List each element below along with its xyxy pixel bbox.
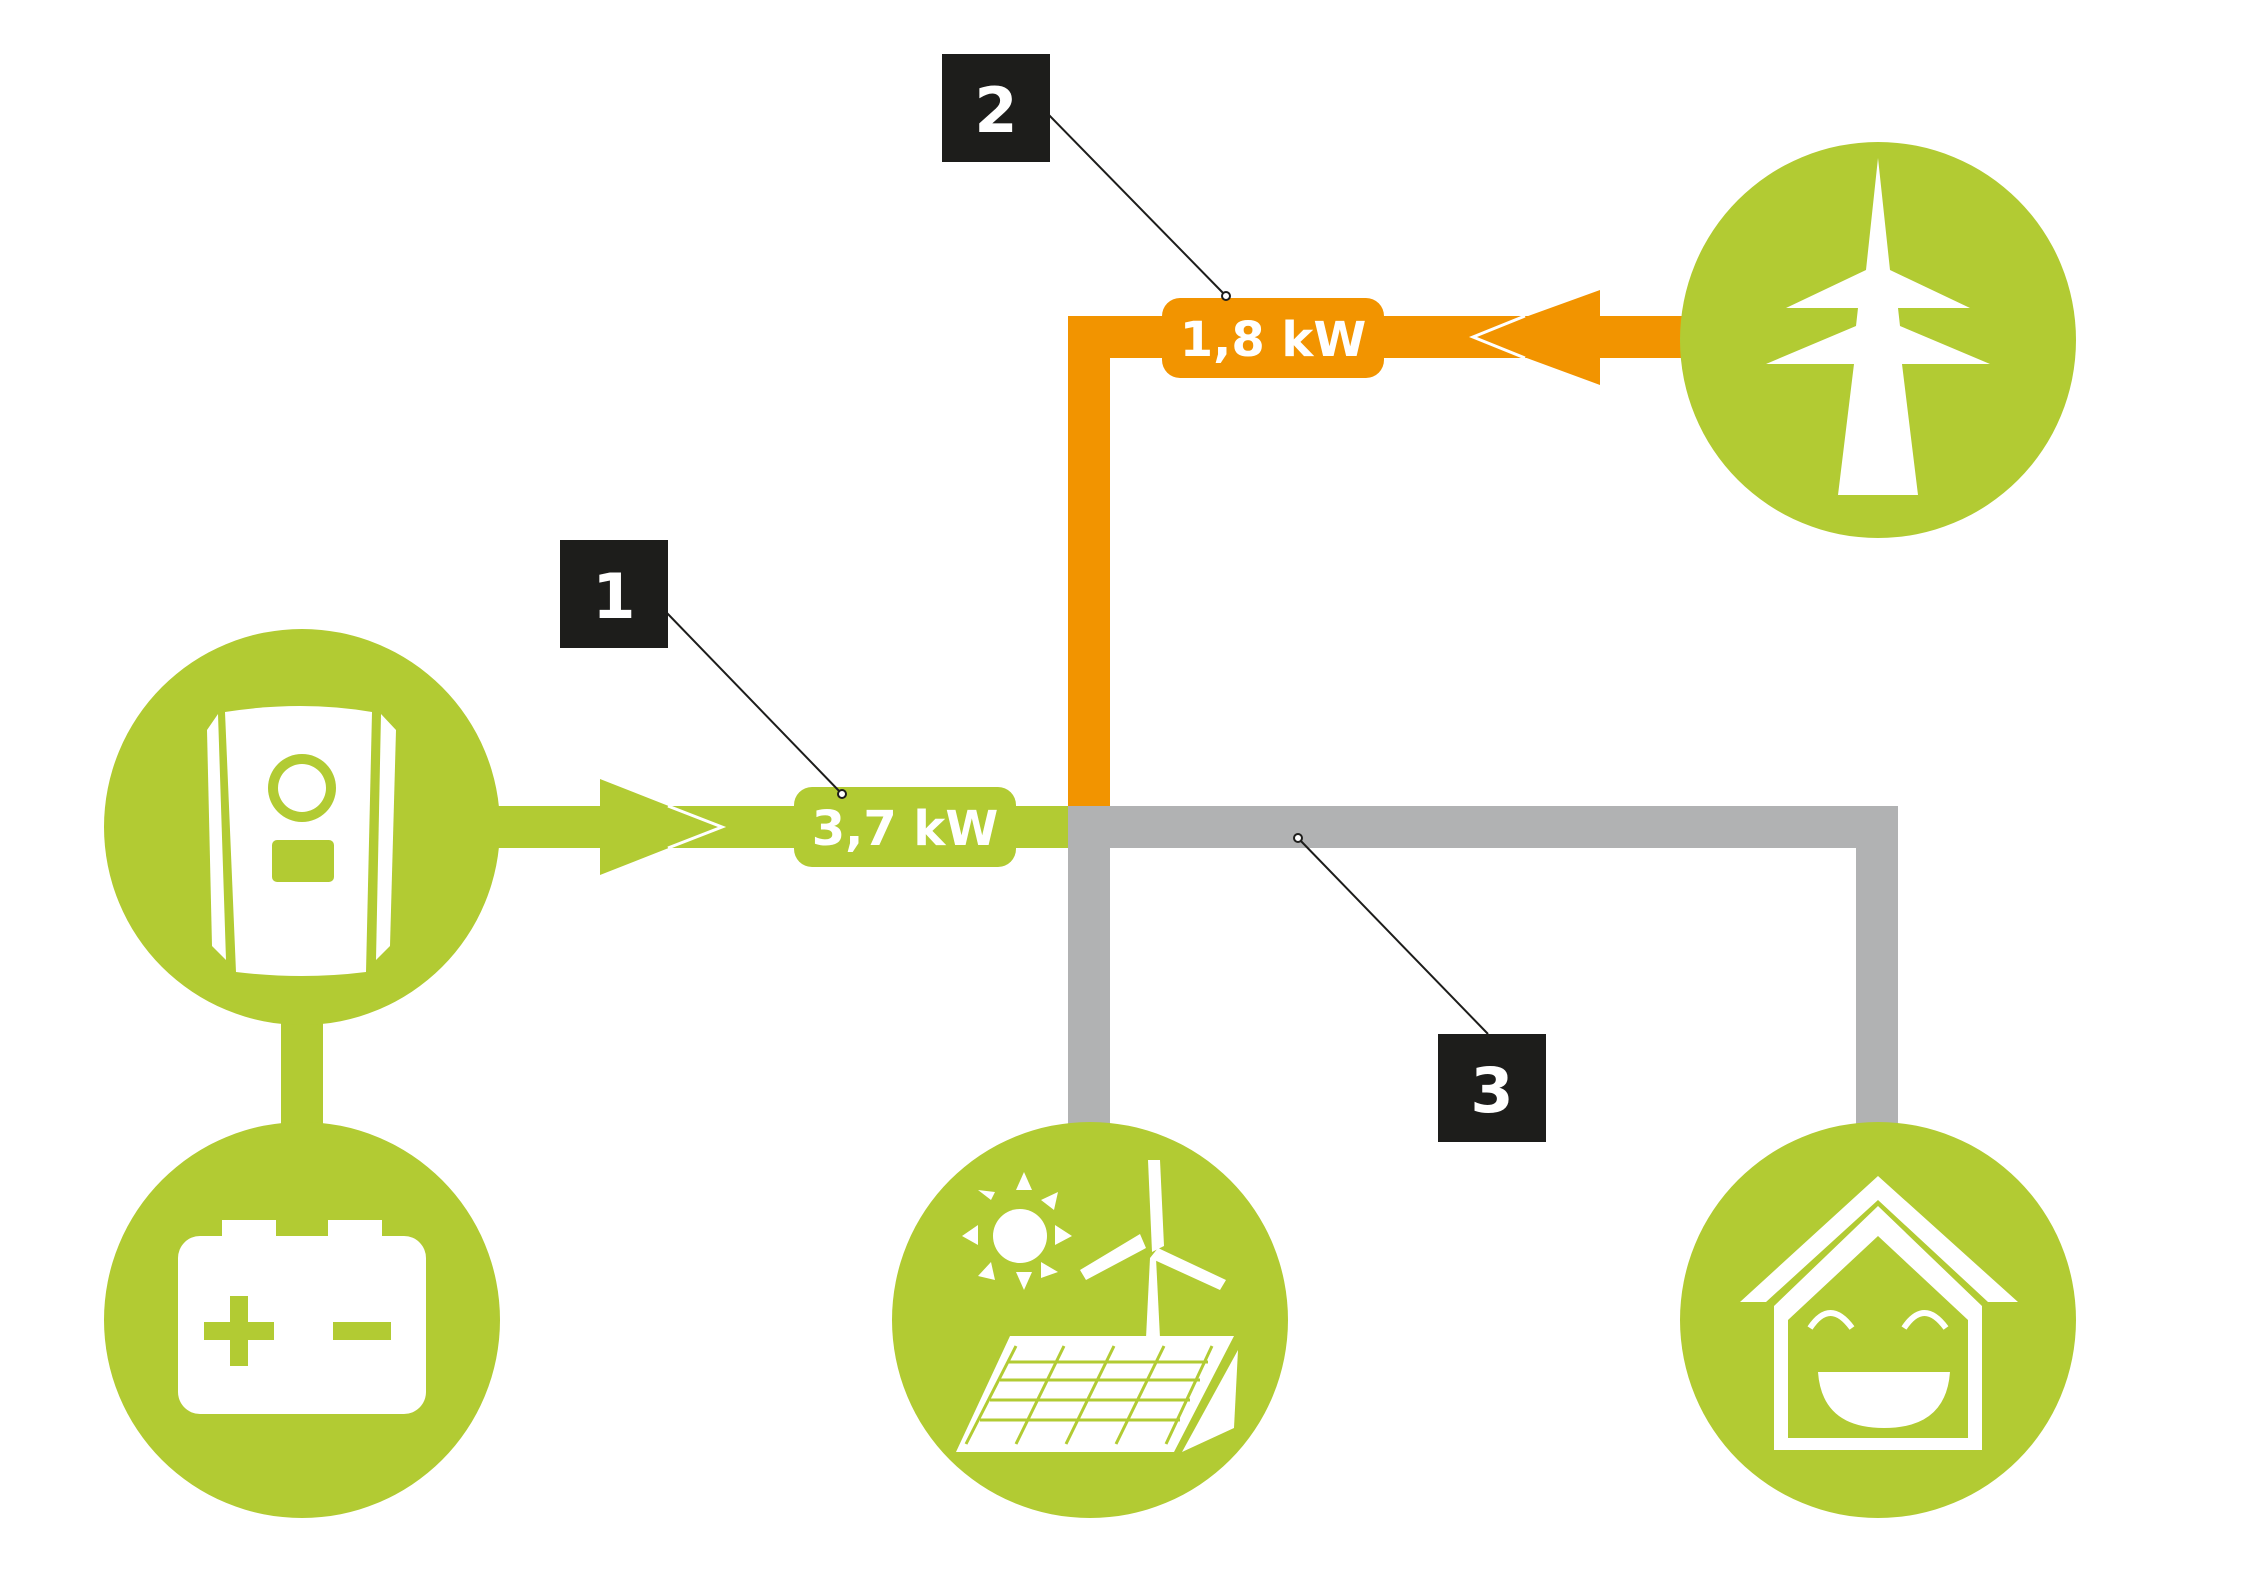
consumption-line-horizontal	[1068, 806, 1898, 848]
consumption-line-to-renewables	[1068, 806, 1110, 1136]
marker-2	[942, 54, 1050, 162]
grid-line-vertical	[1068, 316, 1110, 806]
inverter-icon	[207, 706, 396, 976]
marker-2-label: 2	[974, 74, 1017, 147]
marker-1	[560, 540, 668, 648]
battery-icon	[178, 1220, 426, 1414]
grid-flow-arrow	[1470, 290, 1610, 385]
grid-flow-label: 1,8 kW	[1180, 312, 1367, 368]
power-pylon-icon	[1766, 158, 1990, 495]
happy-house-icon	[1740, 1176, 2018, 1450]
solar-wind-icon	[956, 1160, 1238, 1452]
marker-3	[1438, 1034, 1546, 1142]
consumption-line-to-house	[1856, 806, 1898, 1136]
inverter-flow-arrow-outline	[667, 804, 727, 850]
leader-lines	[665, 111, 1489, 1035]
inverter-flow-label: 3,7 kW	[812, 801, 999, 857]
marker-3-label: 3	[1470, 1054, 1513, 1127]
grid-flow-pill	[1162, 298, 1384, 378]
inverter-flow-pill	[794, 787, 1016, 867]
marker-1-label: 1	[592, 560, 635, 633]
grid-flow-arrow-outline	[1468, 314, 1526, 360]
inverter-flow-arrow	[480, 779, 722, 875]
renewables-node	[892, 1122, 1288, 1518]
